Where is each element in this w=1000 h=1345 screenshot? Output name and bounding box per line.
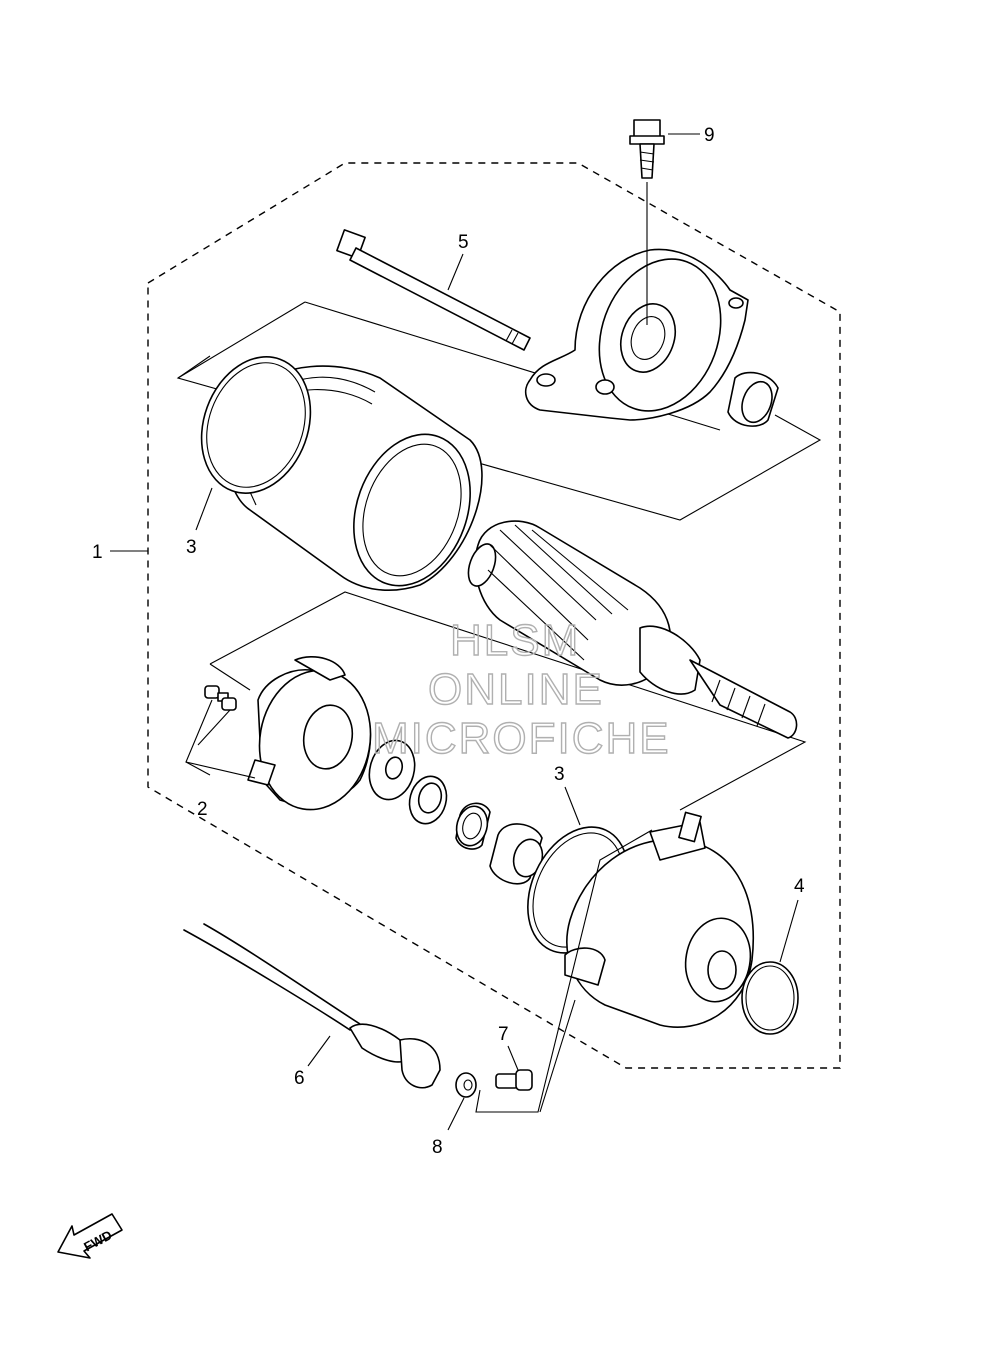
lead-wire bbox=[183, 923, 441, 1089]
leader-4 bbox=[779, 899, 799, 963]
leader-6 bbox=[307, 1035, 331, 1067]
fwd-arrow-icon: FWD bbox=[57, 1213, 123, 1259]
leader-7 bbox=[507, 1045, 519, 1071]
washer-large bbox=[368, 739, 416, 801]
needle-bearing bbox=[489, 823, 544, 885]
watermark-line-3: MICROFICHE bbox=[372, 714, 671, 763]
o-ring-small bbox=[741, 961, 799, 1035]
front-cover bbox=[524, 248, 749, 421]
o-ring-left bbox=[200, 356, 312, 494]
armature bbox=[467, 520, 798, 739]
watermark-line-2: ONLINE bbox=[428, 665, 604, 714]
leader-2 bbox=[185, 761, 211, 776]
callout-5: 5 bbox=[458, 232, 469, 253]
callout-8: 8 bbox=[432, 1137, 443, 1158]
bushing-top bbox=[727, 371, 779, 427]
callout-1: 1 bbox=[92, 542, 103, 563]
seal-ring bbox=[455, 802, 491, 850]
leader-3a bbox=[195, 487, 213, 531]
watermark-line-1: HLSM bbox=[450, 616, 580, 665]
lower-group-outline bbox=[209, 591, 807, 811]
leader-8 bbox=[447, 1097, 465, 1131]
callout-4: 4 bbox=[794, 876, 805, 897]
callout-6: 6 bbox=[294, 1068, 305, 1089]
leader-3b bbox=[564, 786, 581, 826]
rear-cover bbox=[564, 811, 754, 1028]
terminal-bolt bbox=[495, 1069, 533, 1091]
callout-3a: 3 bbox=[186, 537, 197, 558]
brush-screws bbox=[204, 685, 237, 711]
callout-7: 7 bbox=[498, 1024, 509, 1045]
assembly-boundary bbox=[147, 162, 841, 1069]
callout-3b: 3 bbox=[554, 764, 565, 785]
callout-9: 9 bbox=[704, 125, 715, 146]
callout-2: 2 bbox=[197, 799, 208, 820]
brush-holder bbox=[247, 656, 372, 811]
flange-bolt bbox=[629, 119, 665, 179]
upper-group-outline bbox=[176, 355, 822, 521]
nut bbox=[455, 1072, 477, 1098]
through-bolt bbox=[336, 229, 531, 351]
leader-5 bbox=[447, 253, 464, 291]
washer-medium bbox=[408, 775, 448, 825]
